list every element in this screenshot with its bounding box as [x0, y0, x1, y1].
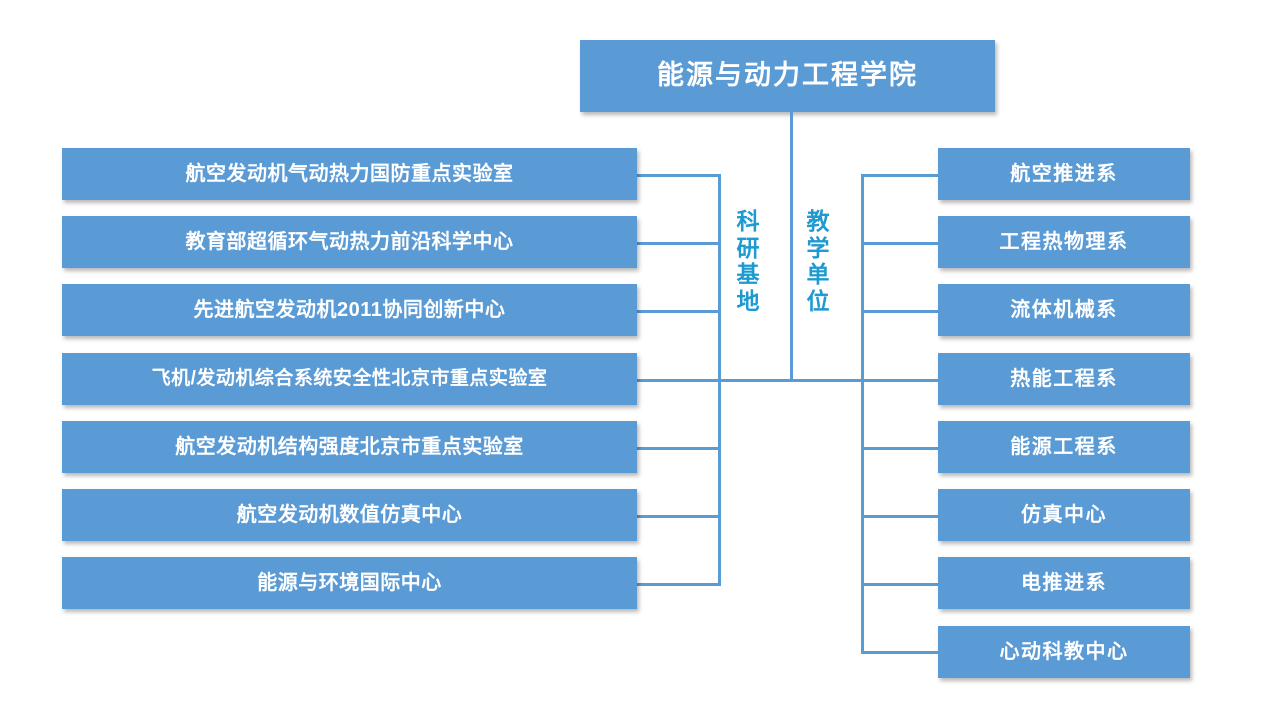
research-base-label-5: 航空发动机结构强度北京市重点实验室: [175, 436, 524, 458]
research-base-label-7: 能源与环境国际中心: [257, 572, 442, 594]
right-spine-vertical-line: [861, 176, 864, 653]
right-connector-stub-7: [861, 583, 938, 586]
branch-label-research-bases: 科研基地: [736, 208, 760, 315]
right-connector-stub-3: [861, 310, 938, 313]
teaching-unit-node-8: 心动科教中心: [938, 626, 1190, 678]
teaching-unit-node-5: 能源工程系: [938, 421, 1190, 473]
right-connector-stub-5: [861, 447, 938, 450]
research-base-node-1: 航空发动机气动热力国防重点实验室: [62, 148, 637, 200]
research-base-label-6: 航空发动机数值仿真中心: [236, 504, 463, 526]
teaching-unit-label-8: 心动科教中心: [999, 641, 1129, 663]
left-connector-stub-1: [637, 174, 721, 177]
teaching-unit-node-1: 航空推进系: [938, 148, 1190, 200]
right-connector-stub-8: [861, 651, 938, 654]
research-base-label-1: 航空发动机气动热力国防重点实验室: [185, 163, 514, 185]
research-base-node-2: 教育部超循环气动热力前沿科学中心: [62, 216, 637, 268]
trunk-vertical-line: [790, 112, 793, 382]
teaching-unit-label-6: 仿真中心: [1021, 504, 1107, 526]
research-base-node-6: 航空发动机数值仿真中心: [62, 489, 637, 541]
branch-label-teaching-units: 教学单位: [806, 208, 830, 315]
left-connector-stub-2: [637, 242, 721, 245]
root-node-label: 能源与动力工程学院: [657, 60, 918, 91]
research-base-label-3: 先进航空发动机2011协同创新中心: [193, 299, 506, 321]
research-base-label-4: 飞机/发动机综合系统安全性北京市重点实验室: [151, 367, 548, 389]
teaching-unit-node-6: 仿真中心: [938, 489, 1190, 541]
teaching-unit-node-7: 电推进系: [938, 557, 1190, 609]
left-connector-stub-7: [637, 583, 721, 586]
left-connector-stub-4: [637, 379, 721, 382]
research-base-node-7: 能源与环境国际中心: [62, 557, 637, 609]
teaching-unit-label-5: 能源工程系: [1010, 436, 1118, 458]
right-connector-stub-1: [861, 174, 938, 177]
teaching-unit-node-3: 流体机械系: [938, 284, 1190, 336]
teaching-unit-label-3: 流体机械系: [1010, 299, 1118, 321]
right-connector-stub-2: [861, 242, 938, 245]
teaching-unit-label-1: 航空推进系: [1010, 163, 1118, 185]
research-base-label-2: 教育部超循环气动热力前沿科学中心: [185, 231, 514, 253]
teaching-unit-label-7: 电推进系: [1021, 572, 1107, 594]
right-connector-stub-6: [861, 515, 938, 518]
right-connector-stub-4: [861, 379, 938, 382]
teaching-unit-label-2: 工程热物理系: [999, 231, 1129, 253]
left-connector-stub-5: [637, 447, 721, 450]
root-node-school: 能源与动力工程学院: [580, 40, 995, 112]
research-base-node-5: 航空发动机结构强度北京市重点实验室: [62, 421, 637, 473]
research-base-node-3: 先进航空发动机2011协同创新中心: [62, 284, 637, 336]
left-connector-stub-6: [637, 515, 721, 518]
teaching-unit-label-4: 热能工程系: [1010, 368, 1118, 390]
teaching-unit-node-2: 工程热物理系: [938, 216, 1190, 268]
main-horizontal-bus: [702, 379, 880, 382]
teaching-unit-node-4: 热能工程系: [938, 353, 1190, 405]
research-base-node-4: 飞机/发动机综合系统安全性北京市重点实验室: [62, 353, 637, 405]
left-connector-stub-3: [637, 310, 721, 313]
